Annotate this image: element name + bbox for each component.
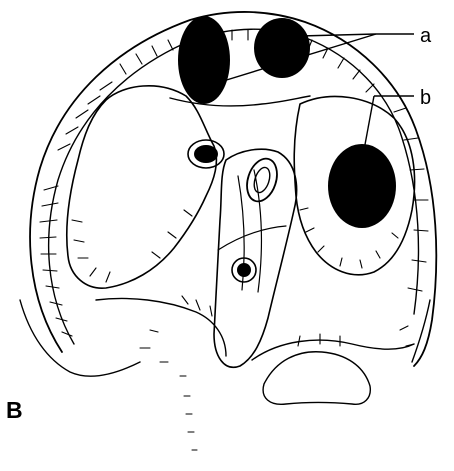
leader-lines-a [220,34,414,82]
panel-label: B [6,397,23,423]
left-lobe-outline [67,86,217,288]
label-b: b [420,87,431,109]
stem-inner-line [218,170,286,292]
hatching-top [120,30,374,92]
hatching-left [40,82,112,336]
small-opening-left [188,140,224,168]
hatching-bottom [140,326,414,450]
lower-vertebra-outline [263,352,370,405]
small-opening-center [242,155,282,205]
label-a: a [420,25,432,47]
opening-a-left [178,16,230,104]
opening-b [328,144,396,228]
central-stem-outline [214,149,297,367]
hatching-right [394,108,428,291]
